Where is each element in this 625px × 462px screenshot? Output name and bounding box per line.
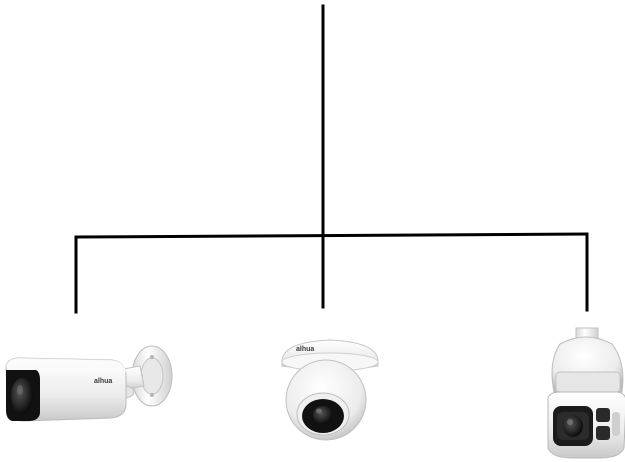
dome-camera-icon: alhua xyxy=(282,340,378,440)
connector-lines xyxy=(76,6,587,312)
branch-line-horizontal xyxy=(76,234,587,237)
bullet-camera-icon: alhua xyxy=(6,346,172,421)
ptz-camera-icon xyxy=(548,328,625,458)
bullet-camera-brand: alhua xyxy=(94,378,112,385)
dome-camera-brand: alhua xyxy=(296,346,314,353)
